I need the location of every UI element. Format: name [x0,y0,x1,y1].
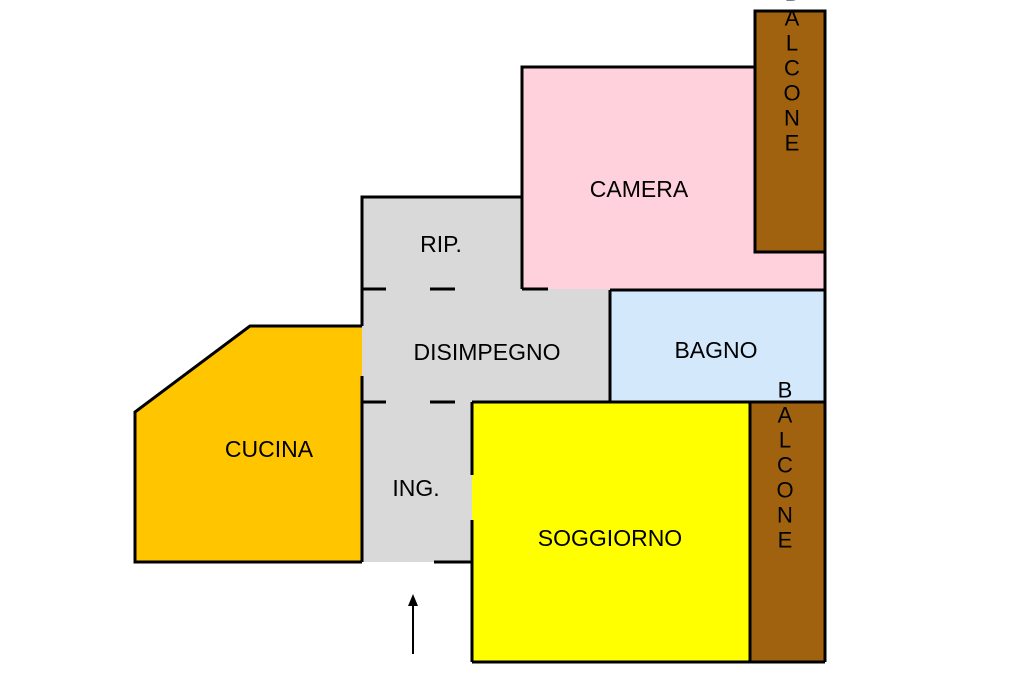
room-bagno [610,290,825,402]
room-ingresso [362,402,472,562]
room-balcone-top [755,11,825,252]
room-disimpegno [362,289,610,402]
room-soggiorno [472,402,750,662]
label-soggiorno: SOGGIORNO [538,525,682,551]
label-disimpegno: DISIMPEGNO [414,339,561,365]
label-balcone-bottom: BALCONE [773,378,798,553]
walls [133,9,827,664]
label-ingresso: ING. [392,475,439,501]
room-ripostiglio [362,197,522,289]
label-balcone-top: BALCONE [780,0,805,156]
label-cucina: CUCINA [225,436,314,462]
label-camera: CAMERA [590,176,689,202]
room-balcone-bottom [750,402,825,662]
label-ripostiglio: RIP. [420,231,462,257]
up-arrow-icon [408,594,418,654]
room-cucina [135,326,362,562]
label-bagno: BAGNO [674,337,757,363]
